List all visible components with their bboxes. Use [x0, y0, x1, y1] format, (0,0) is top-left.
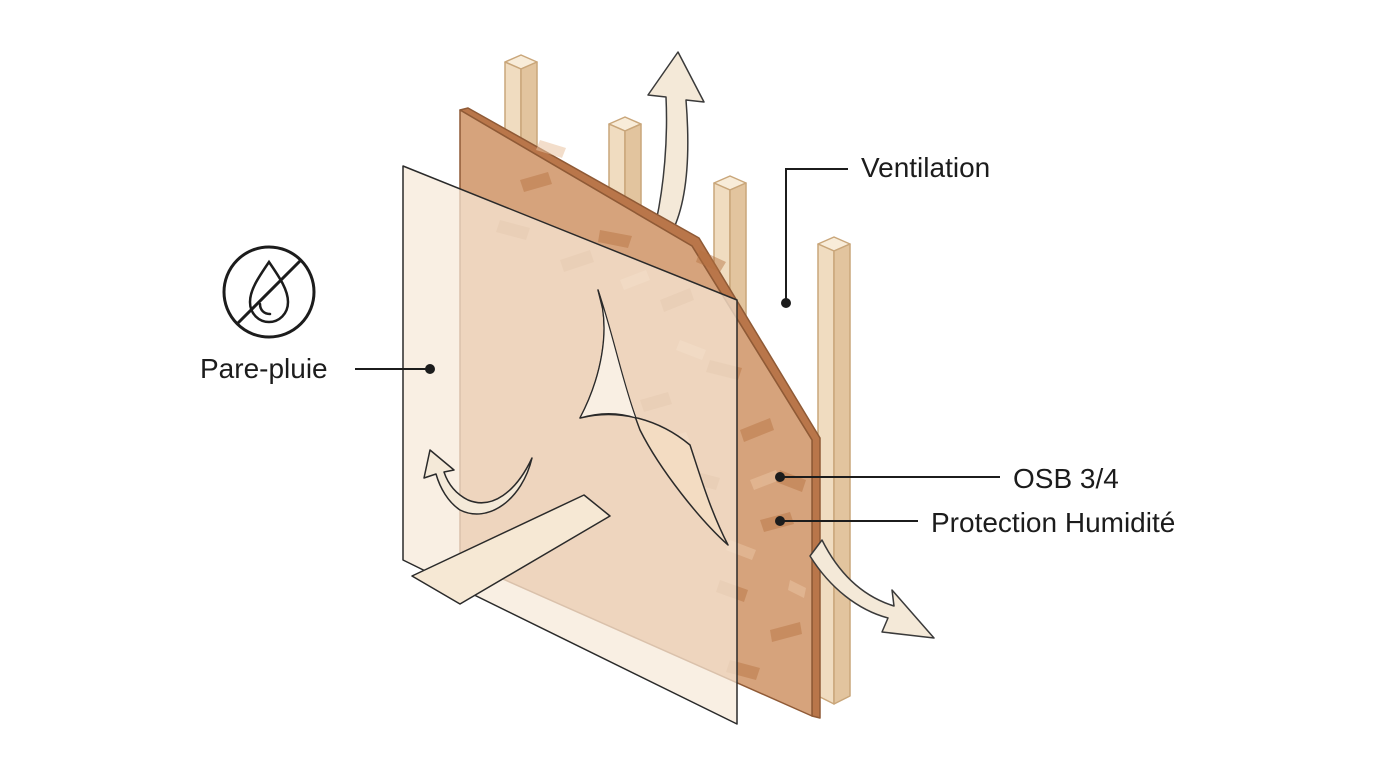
tape-strip — [411, 494, 611, 605]
batten-4 — [817, 236, 851, 705]
label-protection-humidite: Protection Humidité — [931, 507, 1176, 538]
ventilation-arrow-down — [809, 539, 935, 639]
no-water-drop-icon — [222, 245, 316, 339]
callout-dots — [425, 298, 791, 526]
callout-lines — [355, 168, 1000, 522]
ventilation-arrow-up — [647, 51, 705, 233]
label-ventilation: Ventilation — [861, 152, 991, 183]
label-pare-pluie: Pare-pluie — [200, 353, 328, 384]
membrane-peel-shadow — [579, 289, 637, 419]
label-osb: OSB 3/4 — [1013, 463, 1119, 494]
curved-arrow — [423, 449, 533, 515]
callout-ventilation-line — [785, 168, 848, 302]
